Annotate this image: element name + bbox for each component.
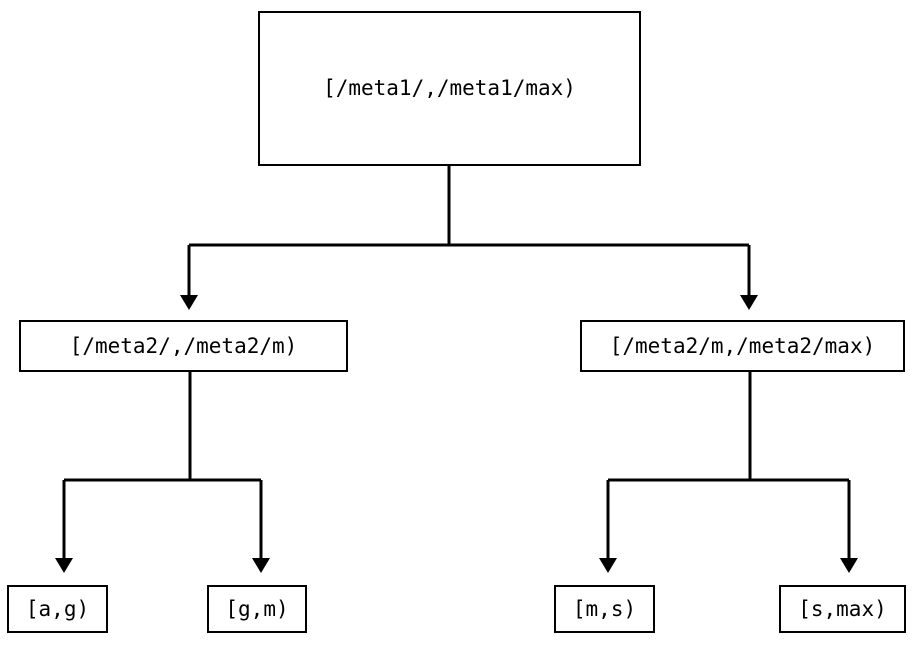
arrowhead-left-mid-right: [599, 558, 617, 573]
arrowhead-right-mid-left: [252, 558, 270, 573]
arrowhead-right-mid-right: [840, 558, 858, 573]
tree-node-mid-right-label: [/meta2/m,/meta2/max): [609, 333, 876, 358]
tree-node-mid-left-label: [/meta2/,/meta2/m): [69, 333, 298, 358]
tree-node-leaf-smax-label: [s,max): [798, 596, 887, 621]
tree-node-root-label: [/meta1/,/meta1/max): [323, 76, 576, 100]
arrowhead-left-mid-left: [55, 558, 73, 573]
tree-node-leaf-gm-label: [g,m): [225, 596, 289, 621]
arrowhead-left-root: [180, 295, 198, 310]
arrowhead-right-root: [740, 295, 758, 310]
tree-node-leaf-ag-label: [a,g): [25, 596, 90, 621]
tree-node-leaf-ms-label: [m,s): [572, 596, 637, 621]
tree-node-mid-right[interactable]: [/meta2/m,/meta2/max): [580, 320, 905, 372]
tree-node-leaf-smax[interactable]: [s,max): [779, 585, 906, 633]
tree-node-mid-left[interactable]: [/meta2/,/meta2/m): [19, 320, 348, 372]
tree-node-leaf-gm[interactable]: [g,m): [207, 585, 307, 633]
tree-node-root[interactable]: [/meta1/,/meta1/max): [258, 11, 641, 166]
tree-node-leaf-ag[interactable]: [a,g): [7, 585, 108, 633]
tree-node-leaf-ms[interactable]: [m,s): [554, 585, 655, 633]
